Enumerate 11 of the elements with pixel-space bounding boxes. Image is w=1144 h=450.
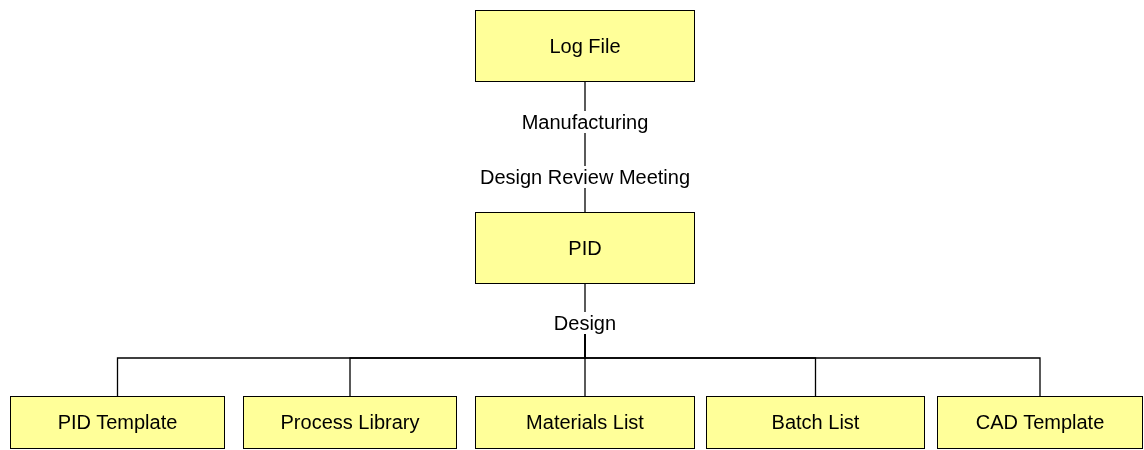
process-box: Log File [475,10,695,82]
connector-line [584,132,586,167]
process-box: PID [475,212,695,284]
connector-line [584,81,586,112]
process-box: Batch List [706,396,925,449]
connector-line [584,283,586,313]
process-box: Materials List [475,396,695,449]
process-box: Process Library [243,396,457,449]
process-box: PID Template [10,396,225,449]
connector-line [584,187,586,213]
process-box: CAD Template [937,396,1143,449]
